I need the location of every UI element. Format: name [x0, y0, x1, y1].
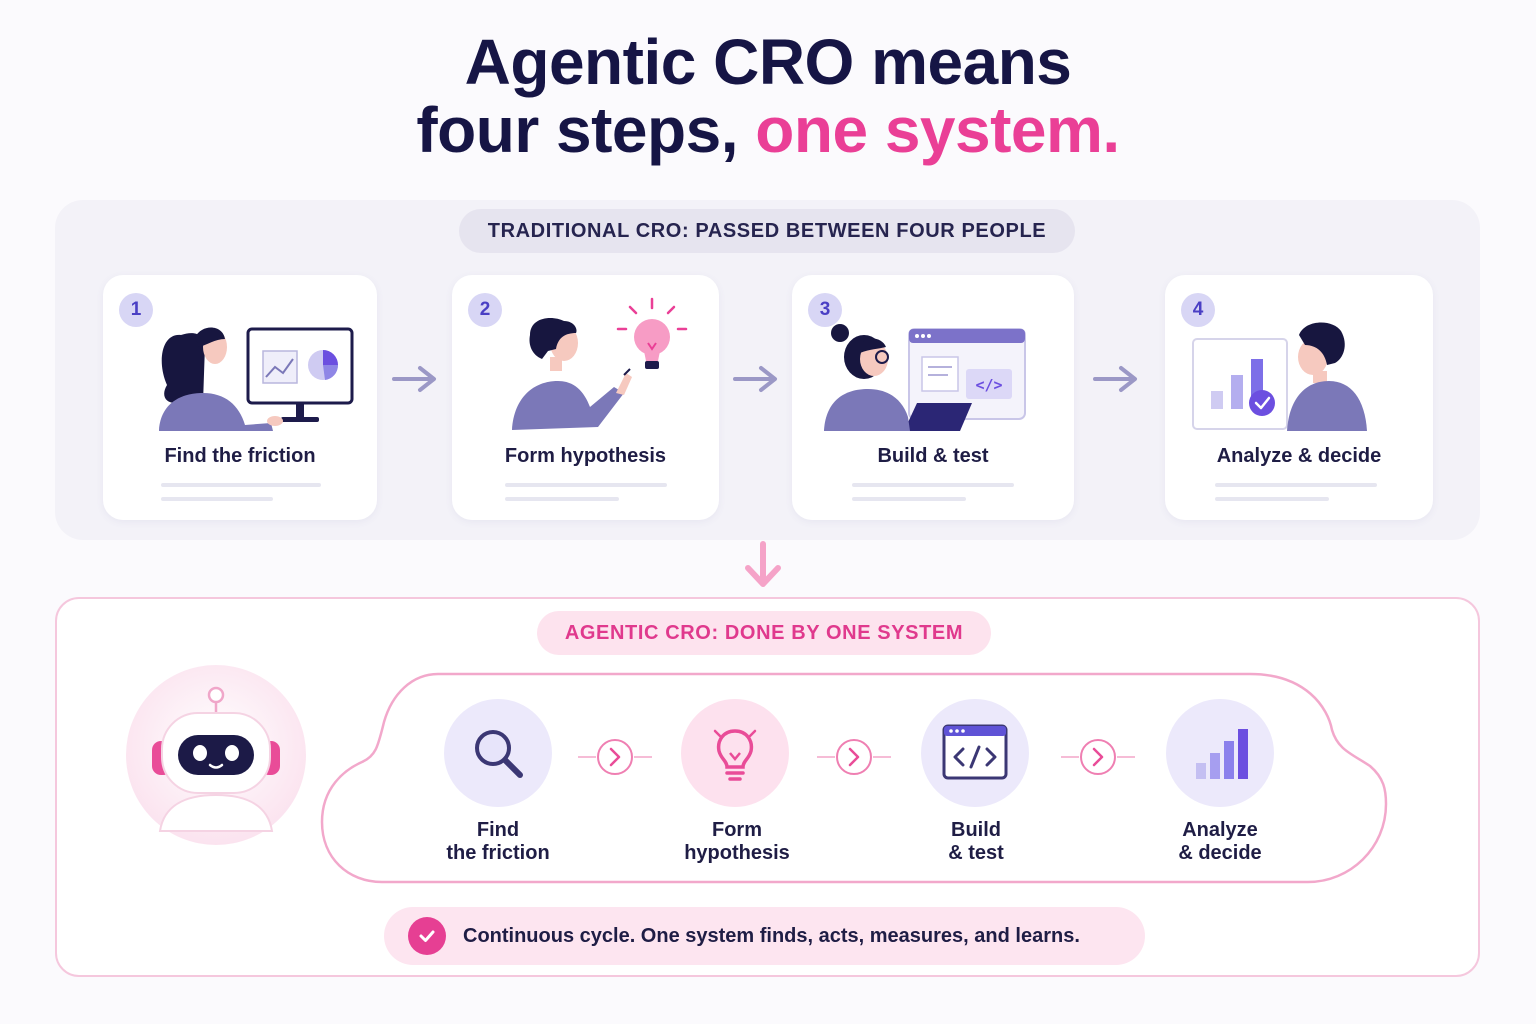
agentic-heading: AGENTIC CRO: DONE BY ONE SYSTEM	[537, 611, 991, 655]
label-line: Analyze	[1182, 819, 1258, 841]
label-line: the friction	[446, 842, 550, 864]
arrow-down-icon	[745, 541, 781, 587]
robot-icon	[126, 665, 306, 845]
traditional-heading: TRADITIONAL CRO: PASSED BETWEEN FOUR PEO…	[459, 209, 1075, 253]
label-line: Form	[712, 819, 762, 841]
code-window-icon	[942, 724, 1008, 780]
placeholder-line	[505, 497, 619, 501]
placeholder-line	[161, 497, 273, 501]
chevron-right-icon	[1061, 739, 1135, 775]
loop-label-analyze-decide: Analyze & decide	[1120, 819, 1320, 865]
step-label: Build & test	[877, 445, 989, 467]
title-accent: one system.	[755, 94, 1120, 166]
magnifier-icon	[475, 730, 523, 778]
step-label: Find the friction	[164, 445, 316, 467]
svg-text:</>: </>	[975, 376, 1002, 394]
loop-label-build-test: Build & test	[876, 819, 1076, 865]
loop-label-form-hypothesis: Form hypothesis	[637, 819, 837, 865]
step-label: Form hypothesis	[504, 445, 667, 467]
step-badge: 3	[808, 293, 842, 327]
page-title: Agentic CRO means four steps, one system…	[0, 28, 1536, 164]
title-line-2: four steps, one system.	[0, 96, 1536, 164]
step-label: Analyze & decide	[1216, 445, 1382, 467]
step-card-find-friction: 1 Find the friction	[103, 275, 377, 520]
build-test-circle	[921, 699, 1029, 807]
label-line: hypothesis	[684, 842, 790, 864]
label-line: Find	[476, 819, 520, 841]
arrow-right-icon	[392, 366, 436, 392]
person-with-lightbulb-icon	[512, 297, 688, 430]
lightbulb-icon	[713, 729, 757, 781]
footer-banner	[384, 907, 1145, 965]
chevron-right-icon	[817, 739, 891, 775]
step-card-analyze-decide: 4 Analyze & decide	[1165, 275, 1433, 520]
find-friction-circle	[444, 699, 552, 807]
step-card-build-test: 3 </> Build & test	[792, 275, 1074, 520]
title-line-1: Agentic CRO means	[464, 26, 1072, 98]
form-hypothesis-circle	[681, 699, 789, 807]
check-icon	[408, 917, 446, 955]
loop-label-find-friction: Find the friction	[398, 819, 598, 865]
analyze-decide-circle	[1166, 699, 1274, 807]
label-line: & test	[948, 842, 1004, 864]
placeholder-line	[505, 483, 667, 487]
label-line: Build	[951, 819, 1001, 841]
placeholder-line	[852, 497, 966, 501]
placeholder-line	[1215, 497, 1329, 501]
chevron-right-icon	[578, 739, 652, 775]
placeholder-line	[852, 483, 1014, 487]
step-badge: 2	[468, 293, 502, 327]
person-at-laptop-code-icon: </>	[824, 324, 1026, 431]
step-card-form-hypothesis: 2 Form hypothesis	[452, 275, 719, 520]
step-badge: 1	[119, 293, 153, 327]
arrow-right-icon	[1093, 366, 1137, 392]
footer-text: Continuous cycle. One system finds, acts…	[463, 925, 1080, 947]
person-at-monitor-icon	[159, 327, 354, 431]
person-with-bar-chart-icon	[1192, 322, 1367, 431]
step-badge: 4	[1181, 293, 1215, 327]
label-line: & decide	[1178, 842, 1262, 864]
cycle-cloud-outline	[320, 672, 1388, 884]
placeholder-line	[161, 483, 321, 487]
arrow-right-icon	[733, 366, 777, 392]
title-plain: four steps,	[416, 94, 756, 166]
placeholder-line	[1215, 483, 1377, 487]
bar-chart-icon	[1196, 729, 1248, 779]
